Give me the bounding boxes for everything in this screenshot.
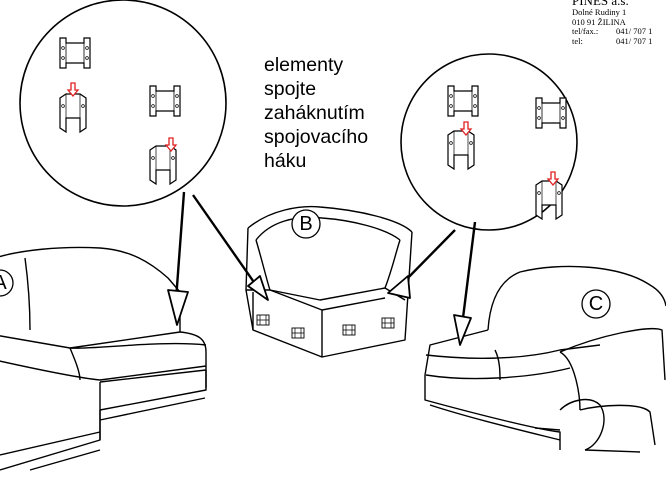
instruction-line: spojovacího <box>264 126 369 148</box>
label-b-circle <box>291 209 321 239</box>
instruction-line: elementy <box>264 54 344 76</box>
hook-top-right-icon <box>149 85 181 117</box>
company-header: PINES a.s. Dolné Rudiny 1 010 91 ŽILINA … <box>572 0 666 46</box>
company-phone-row: tel/fax.: 041/ 707 1 <box>572 26 666 37</box>
sofa-a <box>0 246 207 471</box>
company-city: 010 91 ŽILINA <box>572 16 626 27</box>
assembly-instruction: elementy spojte zaháknutím spojovacího h… <box>264 53 368 173</box>
detail-circle-left <box>19 0 227 207</box>
tel-value: 041/ 707 1 <box>616 35 653 46</box>
corner-hook-2-icon <box>291 327 305 339</box>
phone-label: tel/fax.: <box>572 26 599 36</box>
detail-circle-right <box>400 53 578 231</box>
label-a-circle <box>0 269 14 297</box>
hook-top-right-icon <box>535 97 567 129</box>
company-street: Dolné Rudiny 1 <box>572 7 627 17</box>
phone-value: 041/ 707 1 <box>616 26 653 36</box>
corner-b <box>245 205 413 358</box>
instruction-line: spojte <box>264 78 317 100</box>
hook-top-left-icon <box>447 85 479 117</box>
label-c-circle <box>581 289 611 319</box>
corner-hook-3-icon <box>342 324 356 336</box>
label-c: C <box>588 293 604 315</box>
pointer-arrows <box>167 191 477 346</box>
label-a: A <box>0 273 13 293</box>
hook-bottom-right-icon <box>535 180 563 220</box>
sofa-c <box>424 265 666 453</box>
corner-hook-1-icon <box>256 314 270 326</box>
instruction-line: zaháknutím <box>264 102 365 124</box>
instruction-line: háku <box>264 150 307 172</box>
corner-hook-4-icon <box>381 317 395 329</box>
company-tel-row: tel: 041/ 707 1 <box>572 35 666 47</box>
company-name: PINES a.s. <box>572 0 629 8</box>
tel-label: tel: <box>572 35 583 46</box>
label-b: B <box>299 213 313 235</box>
hook-top-left-icon <box>59 37 91 69</box>
